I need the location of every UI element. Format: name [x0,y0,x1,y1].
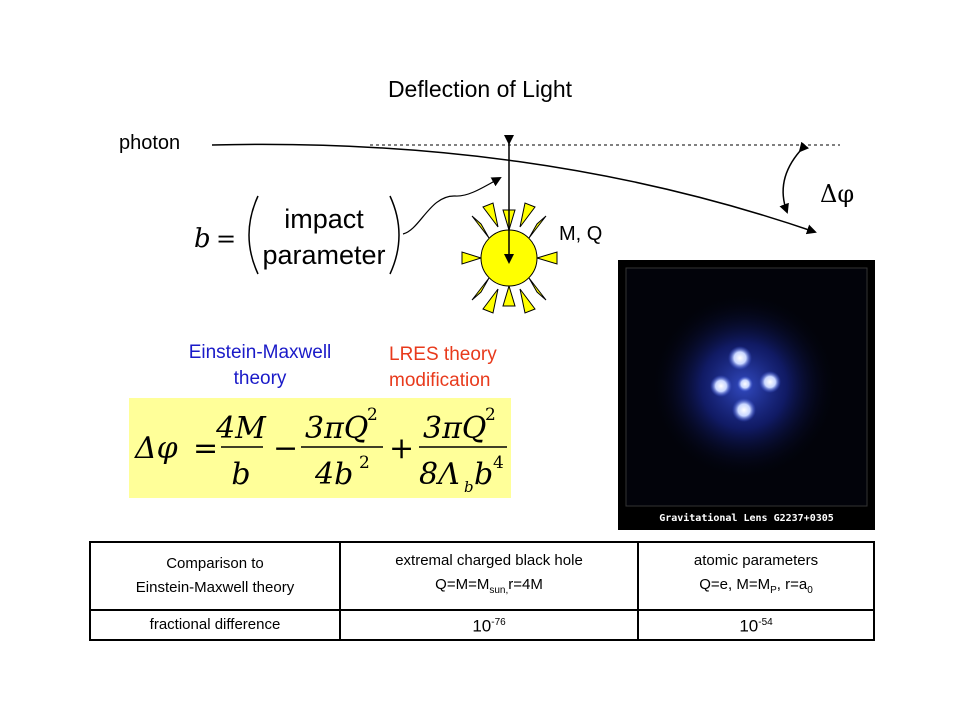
lens-image-b [710,375,732,397]
term2-den: 4b [314,457,353,492]
comparison-table: Comparison to Einstein-Maxwell theory ex… [89,541,875,641]
lens-image-c [759,371,781,393]
term1-den: b [231,457,250,492]
formula-op2: + [389,431,414,466]
term1-num: 4M [215,411,267,446]
table-row: Comparison to Einstein-Maxwell theory ex… [89,541,875,611]
term2-den-exp: 2 [359,453,370,473]
lres-label-line1: LRES theory [389,344,497,365]
parameter-word: parameter [262,240,385,270]
table-header-cell: atomic parameters Q=e, M=MP, r=a0 [637,541,875,611]
lens-caption: Gravitational Lens G2237+0305 [659,513,834,524]
black-hole-value: 10-76 [339,609,639,641]
header1-line1: Comparison to [166,555,264,572]
em-label-line2: theory [233,368,287,389]
em-label-line1: Einstein-Maxwell [188,342,332,363]
atomic-value: 10-54 [637,609,875,641]
term2-num-exp: 2 [367,405,378,425]
page-title: Deflection of Light [387,76,573,102]
formula-op1: − [273,431,298,466]
deflection-formula: Δφ = 4M b − 3πQ 2 4b 2 + 3πQ 2 8Λ b b 4 [129,398,511,498]
lens-image-a [728,346,752,370]
impact-connector-curve [402,177,502,235]
formula-lhs: Δφ [134,431,178,466]
photon-label: photon [119,132,181,154]
term3-den-sub: b [464,478,474,496]
lens-image-d [732,398,756,422]
term2-num: 3πQ [305,411,368,446]
header3-line2: Q=e, M=MP, r=a0 [699,576,813,596]
table-row: fractional difference 10-76 10-54 [89,609,875,641]
header2-line2: Q=M=Msun,r=4M [435,576,543,596]
lens-image-core [737,376,753,392]
term3-num: 3πQ [423,411,486,446]
impact-parameter-formula: b = impact parameter [194,195,400,275]
impact-b: b [194,224,211,254]
einstein-maxwell-label: Einstein-Maxwell theory [170,340,350,392]
left-paren [248,195,259,275]
header3-line1: atomic parameters [693,552,819,569]
header1-line2: Einstein-Maxwell theory [135,579,295,596]
term3-den: 8Λ [419,457,460,492]
deflection-angle-label: Δφ [820,180,855,208]
formula-eq: = [193,431,218,466]
term3-den-exp: 4 [493,453,504,473]
deflection-angle-arc [779,141,810,214]
term3-num-exp: 2 [485,405,496,425]
lres-label-line2: modification [389,370,491,391]
impact-eq: = [216,225,236,253]
right-paren [389,195,400,275]
lens-photo-svg [625,267,868,507]
gravitational-lens-image: Gravitational Lens G2237+0305 [618,260,875,530]
impact-word: impact [284,204,364,234]
lres-label: LRES theory modification [389,342,497,394]
deflection-formula-svg: Δφ = 4M b − 3πQ 2 4b 2 + 3πQ 2 8Λ b b 4 [134,405,507,496]
term3-den-b: b [474,457,493,492]
table-header-cell: extremal charged black hole Q=M=Msun,r=4… [339,541,639,611]
fractional-difference-label: fractional difference [89,609,341,641]
header2-line1: extremal charged black hole [395,552,583,569]
table-header-cell: Comparison to Einstein-Maxwell theory [89,541,341,611]
photon-path-curve [211,143,817,235]
mass-charge-label: M, Q [559,223,603,245]
